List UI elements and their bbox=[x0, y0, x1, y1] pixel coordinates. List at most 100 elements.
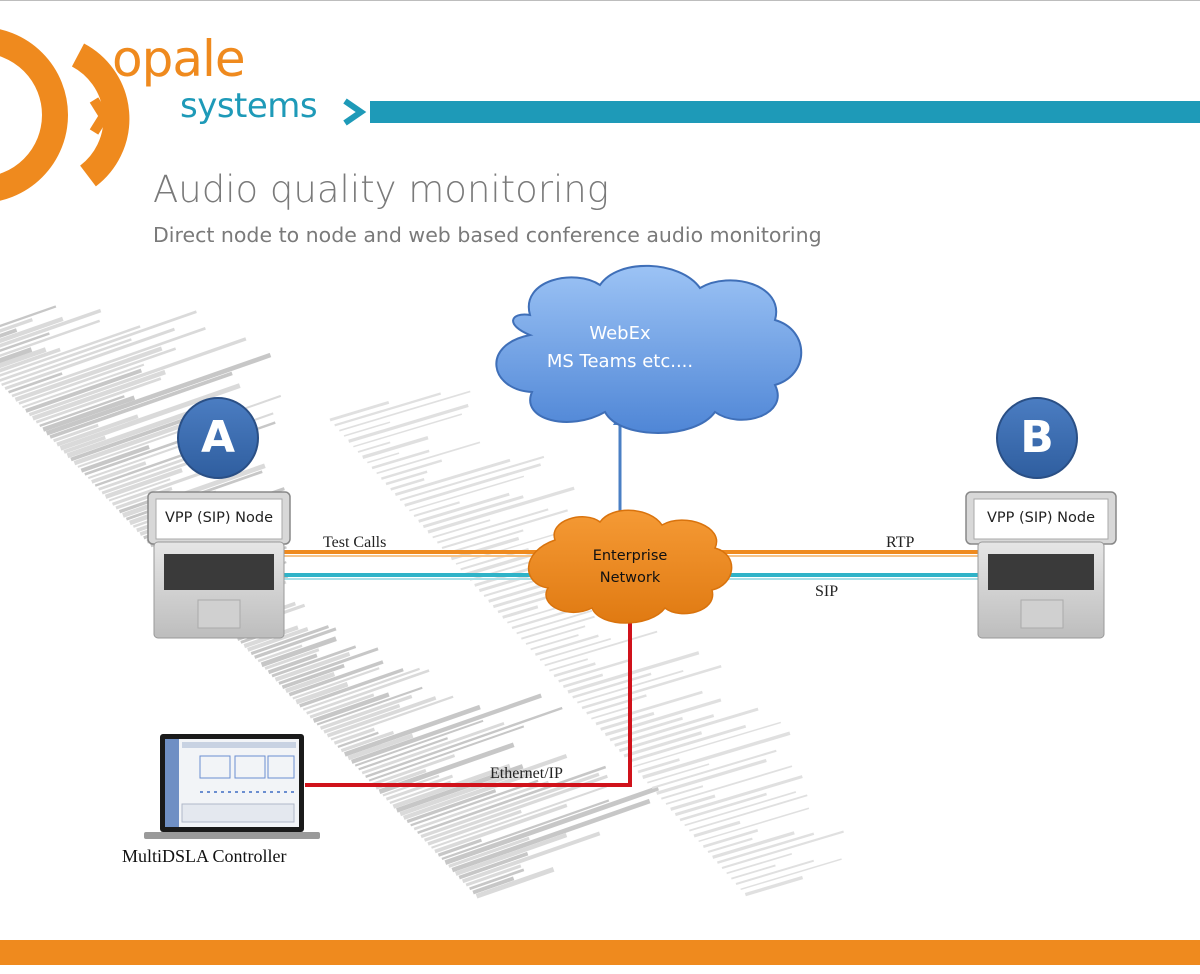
waveform-stroke bbox=[319, 694, 413, 730]
waveform-stroke bbox=[309, 693, 375, 719]
waveform-stroke bbox=[674, 775, 803, 817]
waveform-stroke bbox=[53, 423, 99, 443]
page-title: Audio quality monitoring bbox=[153, 168, 609, 211]
waveform-stroke bbox=[600, 711, 655, 731]
enterprise-line-1: Enterprise bbox=[592, 548, 668, 564]
waveform-stroke bbox=[441, 799, 610, 860]
waveform-stroke bbox=[376, 441, 481, 475]
waveform-stroke bbox=[707, 837, 753, 854]
waveform-stroke bbox=[339, 390, 471, 432]
waveform-stroke bbox=[326, 696, 437, 738]
waveform-stroke bbox=[431, 785, 607, 849]
waveform-stroke bbox=[586, 694, 647, 715]
logo-ring-icon bbox=[0, 29, 130, 201]
waveform-stroke bbox=[368, 725, 525, 782]
waveform-stroke bbox=[684, 791, 797, 827]
waveform-stroke bbox=[302, 667, 420, 711]
waveform-stroke bbox=[32, 369, 166, 421]
waveform-stroke bbox=[591, 706, 630, 720]
node-a-letter: A bbox=[200, 412, 236, 463]
waveform-stroke bbox=[623, 731, 703, 758]
top-rule bbox=[0, 0, 1200, 1]
waveform-stroke bbox=[0, 325, 141, 377]
waveform-stroke bbox=[63, 435, 106, 454]
waveform-stroke bbox=[525, 625, 586, 645]
waveform-stroke bbox=[70, 414, 197, 462]
waveform-stroke bbox=[371, 449, 430, 470]
waveform-stroke bbox=[396, 764, 524, 813]
waveform-stroke bbox=[567, 651, 700, 694]
waveform-stroke bbox=[642, 731, 791, 779]
waveform-stroke bbox=[295, 681, 349, 705]
waveform-stroke bbox=[0, 347, 61, 373]
controller-label: MultiDSLA Controller bbox=[122, 846, 287, 866]
waveform-stroke bbox=[91, 461, 147, 484]
waveform-stroke bbox=[361, 722, 505, 775]
waveform-stroke bbox=[56, 414, 139, 447]
waveform-stroke bbox=[1, 338, 132, 386]
waveform-stroke bbox=[22, 363, 145, 409]
waveform-stroke bbox=[432, 519, 491, 539]
waveform-stroke bbox=[572, 672, 652, 699]
cloud-label: WebEx MS Teams etc.... bbox=[530, 320, 710, 376]
waveform-stroke bbox=[312, 692, 390, 723]
waveform-stroke bbox=[330, 695, 454, 741]
cloud-line-2: MS Teams etc.... bbox=[546, 351, 694, 372]
waveform-stroke bbox=[417, 765, 607, 835]
waveform-stroke bbox=[358, 737, 448, 771]
waveform-stroke bbox=[380, 459, 443, 480]
waveform-stroke bbox=[434, 803, 568, 854]
waveform-stroke bbox=[80, 445, 150, 473]
waveform-stroke bbox=[333, 727, 375, 745]
waveform-stroke bbox=[45, 352, 272, 436]
waveform-stroke bbox=[0, 305, 57, 328]
waveform-stroke bbox=[316, 686, 423, 726]
waveform-stroke bbox=[348, 403, 469, 443]
waveform-stroke bbox=[469, 868, 525, 891]
waveform-stroke bbox=[609, 716, 683, 742]
waveform-stroke bbox=[337, 731, 379, 749]
waveform-stroke bbox=[740, 858, 842, 891]
node-b-label: VPP (SIP) Node bbox=[986, 510, 1095, 526]
waveform-stroke bbox=[25, 368, 142, 413]
waveform-stroke bbox=[39, 395, 125, 427]
waveform-stroke bbox=[539, 637, 612, 661]
node-b-badge bbox=[996, 397, 1078, 479]
waveform-stroke bbox=[444, 785, 659, 865]
waveform-stroke bbox=[257, 644, 303, 663]
waveform-stroke bbox=[475, 867, 555, 899]
waveform-stroke bbox=[562, 673, 604, 688]
waveform-stroke bbox=[0, 317, 33, 333]
waveform-stroke bbox=[716, 832, 815, 864]
waveform-stroke bbox=[446, 529, 524, 555]
waveform-stroke bbox=[689, 794, 808, 832]
waveform-stroke bbox=[66, 410, 191, 459]
waveform-stroke bbox=[726, 852, 793, 875]
waveform-stroke bbox=[292, 667, 380, 700]
waveform-stroke bbox=[448, 836, 530, 868]
enterprise-line-2: Network bbox=[599, 570, 661, 586]
conference-cloud-icon bbox=[495, 264, 803, 434]
waveform-stroke bbox=[549, 658, 589, 672]
waveform-stroke bbox=[693, 820, 741, 838]
cloud-line-1: WebEx bbox=[589, 323, 651, 344]
laptop-a-icon bbox=[147, 491, 291, 639]
waveform-stroke bbox=[340, 730, 395, 753]
node-a-label: VPP (SIP) Node bbox=[164, 510, 273, 526]
waveform-stroke bbox=[558, 659, 629, 683]
waveform-stroke bbox=[679, 792, 767, 822]
waveform-stroke bbox=[458, 851, 529, 880]
waveform-stroke bbox=[357, 441, 391, 453]
waveform-stroke bbox=[647, 763, 710, 784]
waveform-stroke bbox=[712, 831, 795, 859]
waveform-stroke bbox=[502, 605, 539, 619]
waveform-stroke bbox=[0, 328, 18, 338]
waveform-stroke bbox=[698, 807, 810, 843]
waveform-stroke bbox=[661, 785, 704, 800]
waveform-stroke bbox=[544, 630, 658, 667]
test-calls-label: Test Calls bbox=[323, 534, 387, 551]
waveform-stroke bbox=[59, 383, 241, 451]
waveform-stroke bbox=[122, 463, 266, 518]
